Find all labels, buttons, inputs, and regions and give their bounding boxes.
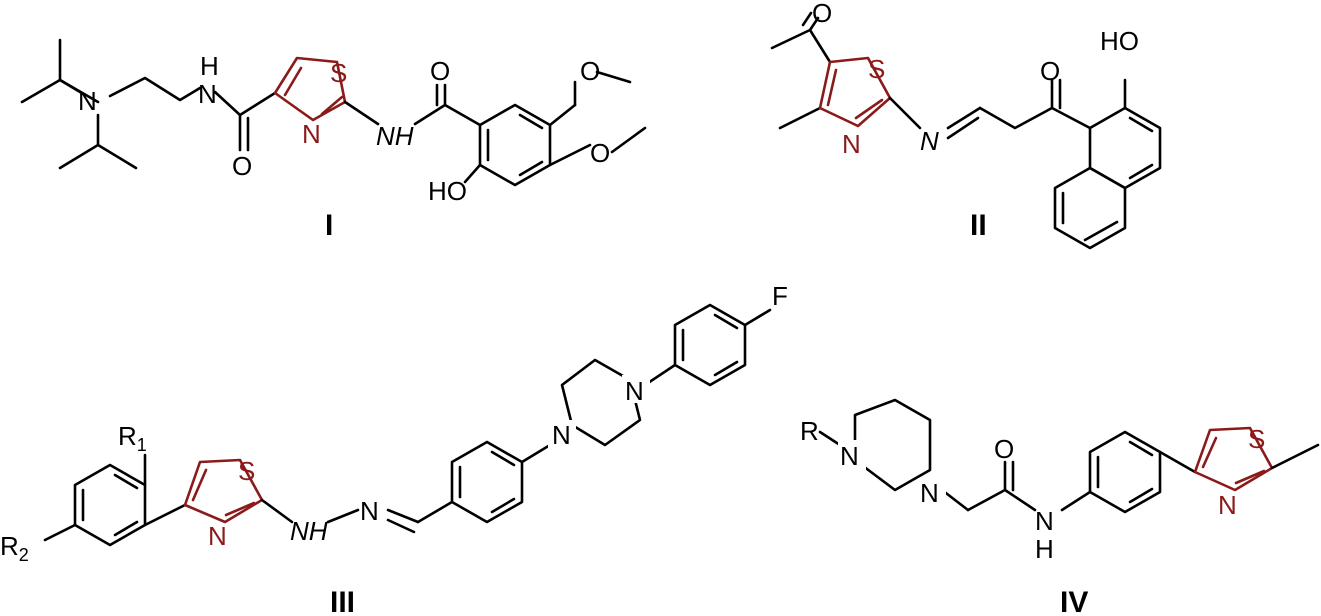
atom-N: N	[840, 441, 859, 471]
atom-O: O	[812, 0, 832, 28]
atom-N: N	[1035, 506, 1054, 536]
compound-label: III	[330, 586, 355, 616]
atom-N: N	[302, 119, 321, 149]
atom-F: F	[772, 281, 788, 311]
atom-N: N	[842, 129, 861, 159]
atom-NH: NH	[376, 121, 414, 151]
compound-IV: R N N O N H S N IV	[800, 398, 1320, 616]
compound-I: H N N O S N NH O O O HO I	[20, 38, 647, 242]
atom-N: N	[1218, 490, 1237, 520]
atom-H: H	[1035, 534, 1054, 564]
atom-O: O	[590, 138, 610, 168]
compound-III: R1 R2 S N NH N N N F III	[0, 281, 788, 616]
atom-HO: HO	[1100, 26, 1139, 56]
atom-N: N	[920, 126, 939, 156]
atom-O: O	[232, 151, 252, 181]
atom-O: O	[994, 434, 1014, 464]
atom-S: S	[1248, 424, 1265, 454]
compound-II: O S N N O HO II	[770, 0, 1162, 250]
atom-S: S	[868, 54, 885, 84]
atom-O: O	[1040, 56, 1060, 86]
atom-O: O	[430, 56, 450, 86]
compound-label: II	[970, 209, 987, 242]
atom-N: N	[920, 478, 939, 508]
atom-N: N	[78, 86, 97, 116]
atom-O: O	[580, 56, 600, 86]
atom-H: H	[200, 51, 219, 81]
atom-S: S	[238, 456, 255, 486]
compound-label: IV	[1060, 586, 1088, 616]
atom-HO: HO	[428, 176, 467, 206]
atom-N: N	[625, 376, 644, 406]
atom-N: N	[360, 496, 379, 526]
atom-N: N	[198, 79, 217, 109]
atom-NH: NH	[290, 516, 328, 546]
compound-label: I	[325, 209, 333, 242]
atom-R1: R1	[118, 421, 147, 455]
atom-R2: R2	[0, 531, 29, 565]
atom-N: N	[208, 521, 227, 551]
atom-R: R	[800, 416, 819, 446]
atom-N: N	[552, 420, 571, 450]
atom-S: S	[330, 58, 347, 88]
